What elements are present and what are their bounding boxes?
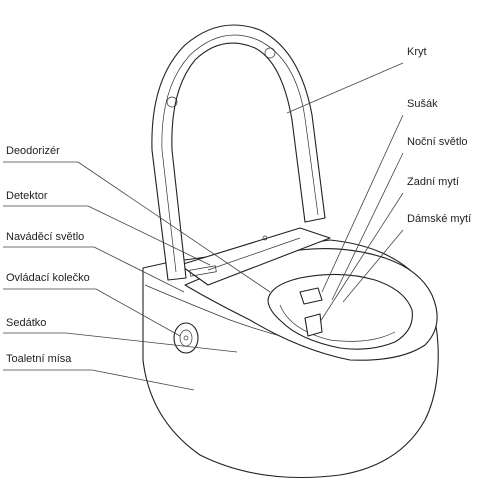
label-zadni-myti: Zadní mytí xyxy=(407,176,459,188)
label-susak: Sušák xyxy=(407,98,438,110)
label-ovladaci-kolecko: Ovládací kolečko xyxy=(6,272,90,284)
lid-drawing xyxy=(151,24,326,281)
label-nocni-svetlo: Noční světlo xyxy=(407,136,468,148)
label-damske-myti: Dámské mytí xyxy=(407,213,472,225)
label-sedatko: Sedátko xyxy=(6,317,47,329)
leader-lines xyxy=(3,62,404,391)
label-detektor: Detektor xyxy=(6,190,48,202)
label-toaletni-misa: Toaletní mísa xyxy=(6,353,72,365)
label-kryt: Kryt xyxy=(407,46,427,58)
nozzles-drawing xyxy=(299,287,323,337)
label-navadeci-svetlo: Naváděcí světlo xyxy=(6,231,85,243)
control-unit-drawing xyxy=(179,227,331,286)
label-deodorizer: Deodorizér xyxy=(6,145,60,157)
control-knob-drawing xyxy=(173,322,199,354)
